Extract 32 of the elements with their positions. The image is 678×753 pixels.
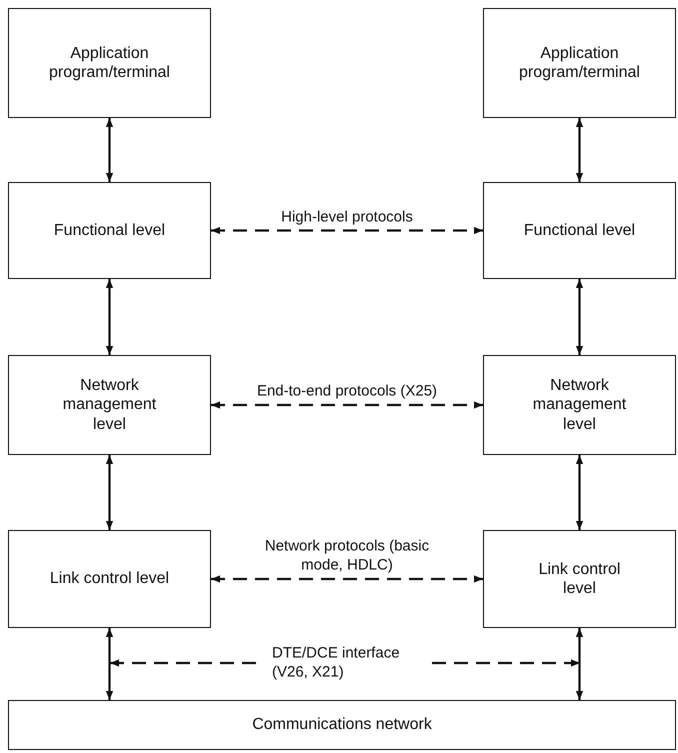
process-box — [8, 700, 676, 750]
arrow — [576, 628, 584, 700]
dashed-arrow — [211, 575, 483, 583]
process-box — [8, 182, 211, 279]
edge-label: Network protocols (basic mode, HDLC) — [264, 538, 430, 576]
arrow — [576, 118, 584, 182]
arrow — [106, 279, 114, 355]
box-label: Network management level — [62, 376, 158, 434]
box-label: Application program/terminal — [519, 44, 640, 82]
process-box — [8, 530, 211, 628]
dashed-arrow — [211, 226, 483, 234]
edge-label: End-to-end protocols (X25) — [256, 382, 438, 402]
process-box — [483, 182, 676, 279]
arrow — [576, 279, 584, 355]
process-box — [483, 8, 676, 118]
process-box — [8, 355, 211, 455]
box-label: Communications network — [252, 715, 432, 735]
edge-label: High-level protocols — [280, 208, 414, 227]
box-label: Network management level — [532, 376, 628, 434]
arrow — [106, 628, 114, 700]
box-label: Link control level — [538, 560, 622, 598]
arrow — [576, 455, 584, 530]
arrow — [106, 118, 114, 182]
arrow — [106, 455, 114, 530]
dashed-arrow — [211, 401, 483, 409]
box-label: Functional level — [524, 220, 636, 240]
box-label: Application program/terminal — [48, 44, 171, 82]
box-label: Functional level — [54, 220, 166, 240]
box-label: Link control level — [50, 569, 170, 589]
process-box — [483, 355, 676, 455]
process-box — [483, 530, 676, 628]
process-box — [8, 8, 211, 118]
